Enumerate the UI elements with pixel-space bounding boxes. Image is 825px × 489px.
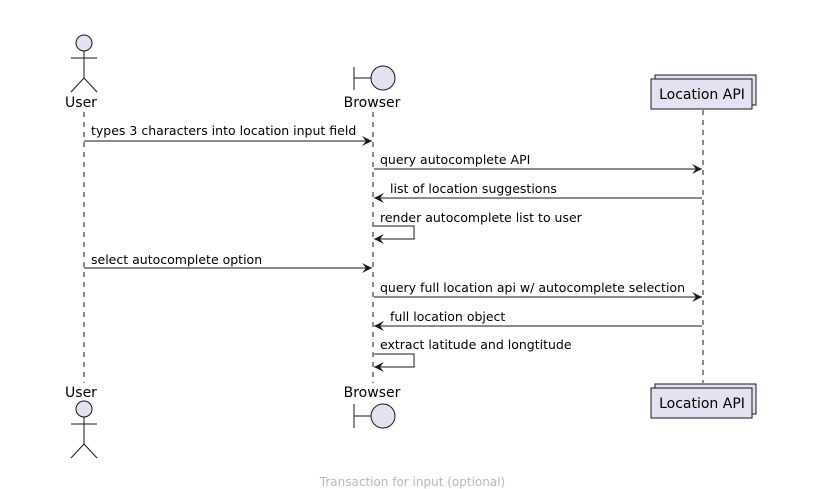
participant-label-location-api-bottom: Location API (659, 396, 745, 412)
message-arrow-8 (374, 353, 415, 372)
message-label-3: list of location suggestions (390, 181, 557, 196)
stick-figure-actor-icon-bottom (70, 400, 98, 459)
message-label-4: render autocomplete list to user (380, 210, 583, 225)
message-arrow-4 (374, 225, 415, 244)
stick-figure-actor-icon (70, 34, 98, 93)
message-label-2: query autocomplete API (380, 152, 530, 167)
participant-label-user-bottom: User (65, 385, 97, 401)
diagram-caption: Transaction for input (optional) (319, 475, 506, 489)
boundary-icon (353, 65, 396, 91)
message-label-7: full location object (390, 309, 505, 324)
participant-label-browser-bottom: Browser (344, 385, 401, 401)
message-label-1: types 3 characters into location input f… (91, 123, 356, 138)
participant-label-user-top: User (65, 95, 97, 111)
message-label-6: query full location api w/ autocomplete … (380, 280, 685, 295)
boundary-icon-bottom (353, 403, 396, 429)
participant-label-location-api-top: Location API (659, 87, 745, 103)
message-label-5: select autocomplete option (91, 252, 262, 267)
message-label-8: extract latitude and longtitude (380, 337, 572, 352)
collections-icon (650, 74, 757, 110)
participant-label-browser-top: Browser (344, 95, 401, 111)
collections-icon-bottom (650, 383, 757, 419)
